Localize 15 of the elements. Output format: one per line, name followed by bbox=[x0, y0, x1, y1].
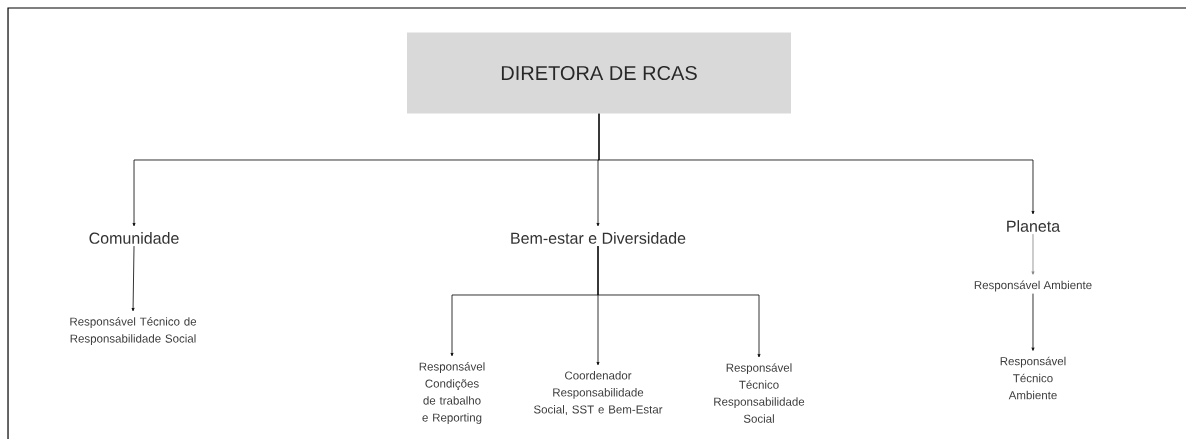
role-label: Responsável Condições de trabalho e Reporting bbox=[419, 362, 485, 424]
category-label: Planeta bbox=[1007, 220, 1061, 232]
role-label: Coordenador Responsabilidade Social, SST e Bem-Estar bbox=[534, 371, 663, 415]
role-label: Responsável Técnico Ambiente bbox=[1000, 356, 1066, 400]
role-label: Responsável Ambiente bbox=[974, 280, 1092, 292]
category-label: Bem-estar e Diversidade bbox=[511, 232, 686, 244]
arrow bbox=[598, 113, 1035, 215]
arrow bbox=[597, 245, 761, 358]
arrow bbox=[1031, 293, 1035, 351]
arrow bbox=[131, 245, 135, 312]
role-label: Responsável Técnico Responsabilidade Social bbox=[714, 363, 805, 423]
category-label: Comunidade bbox=[89, 232, 179, 244]
arrow bbox=[1031, 233, 1035, 275]
role-label: Responsável Técnico de Responsabilidade Social bbox=[70, 317, 197, 345]
title-box: DIRETORA DE RCAS bbox=[407, 32, 791, 114]
